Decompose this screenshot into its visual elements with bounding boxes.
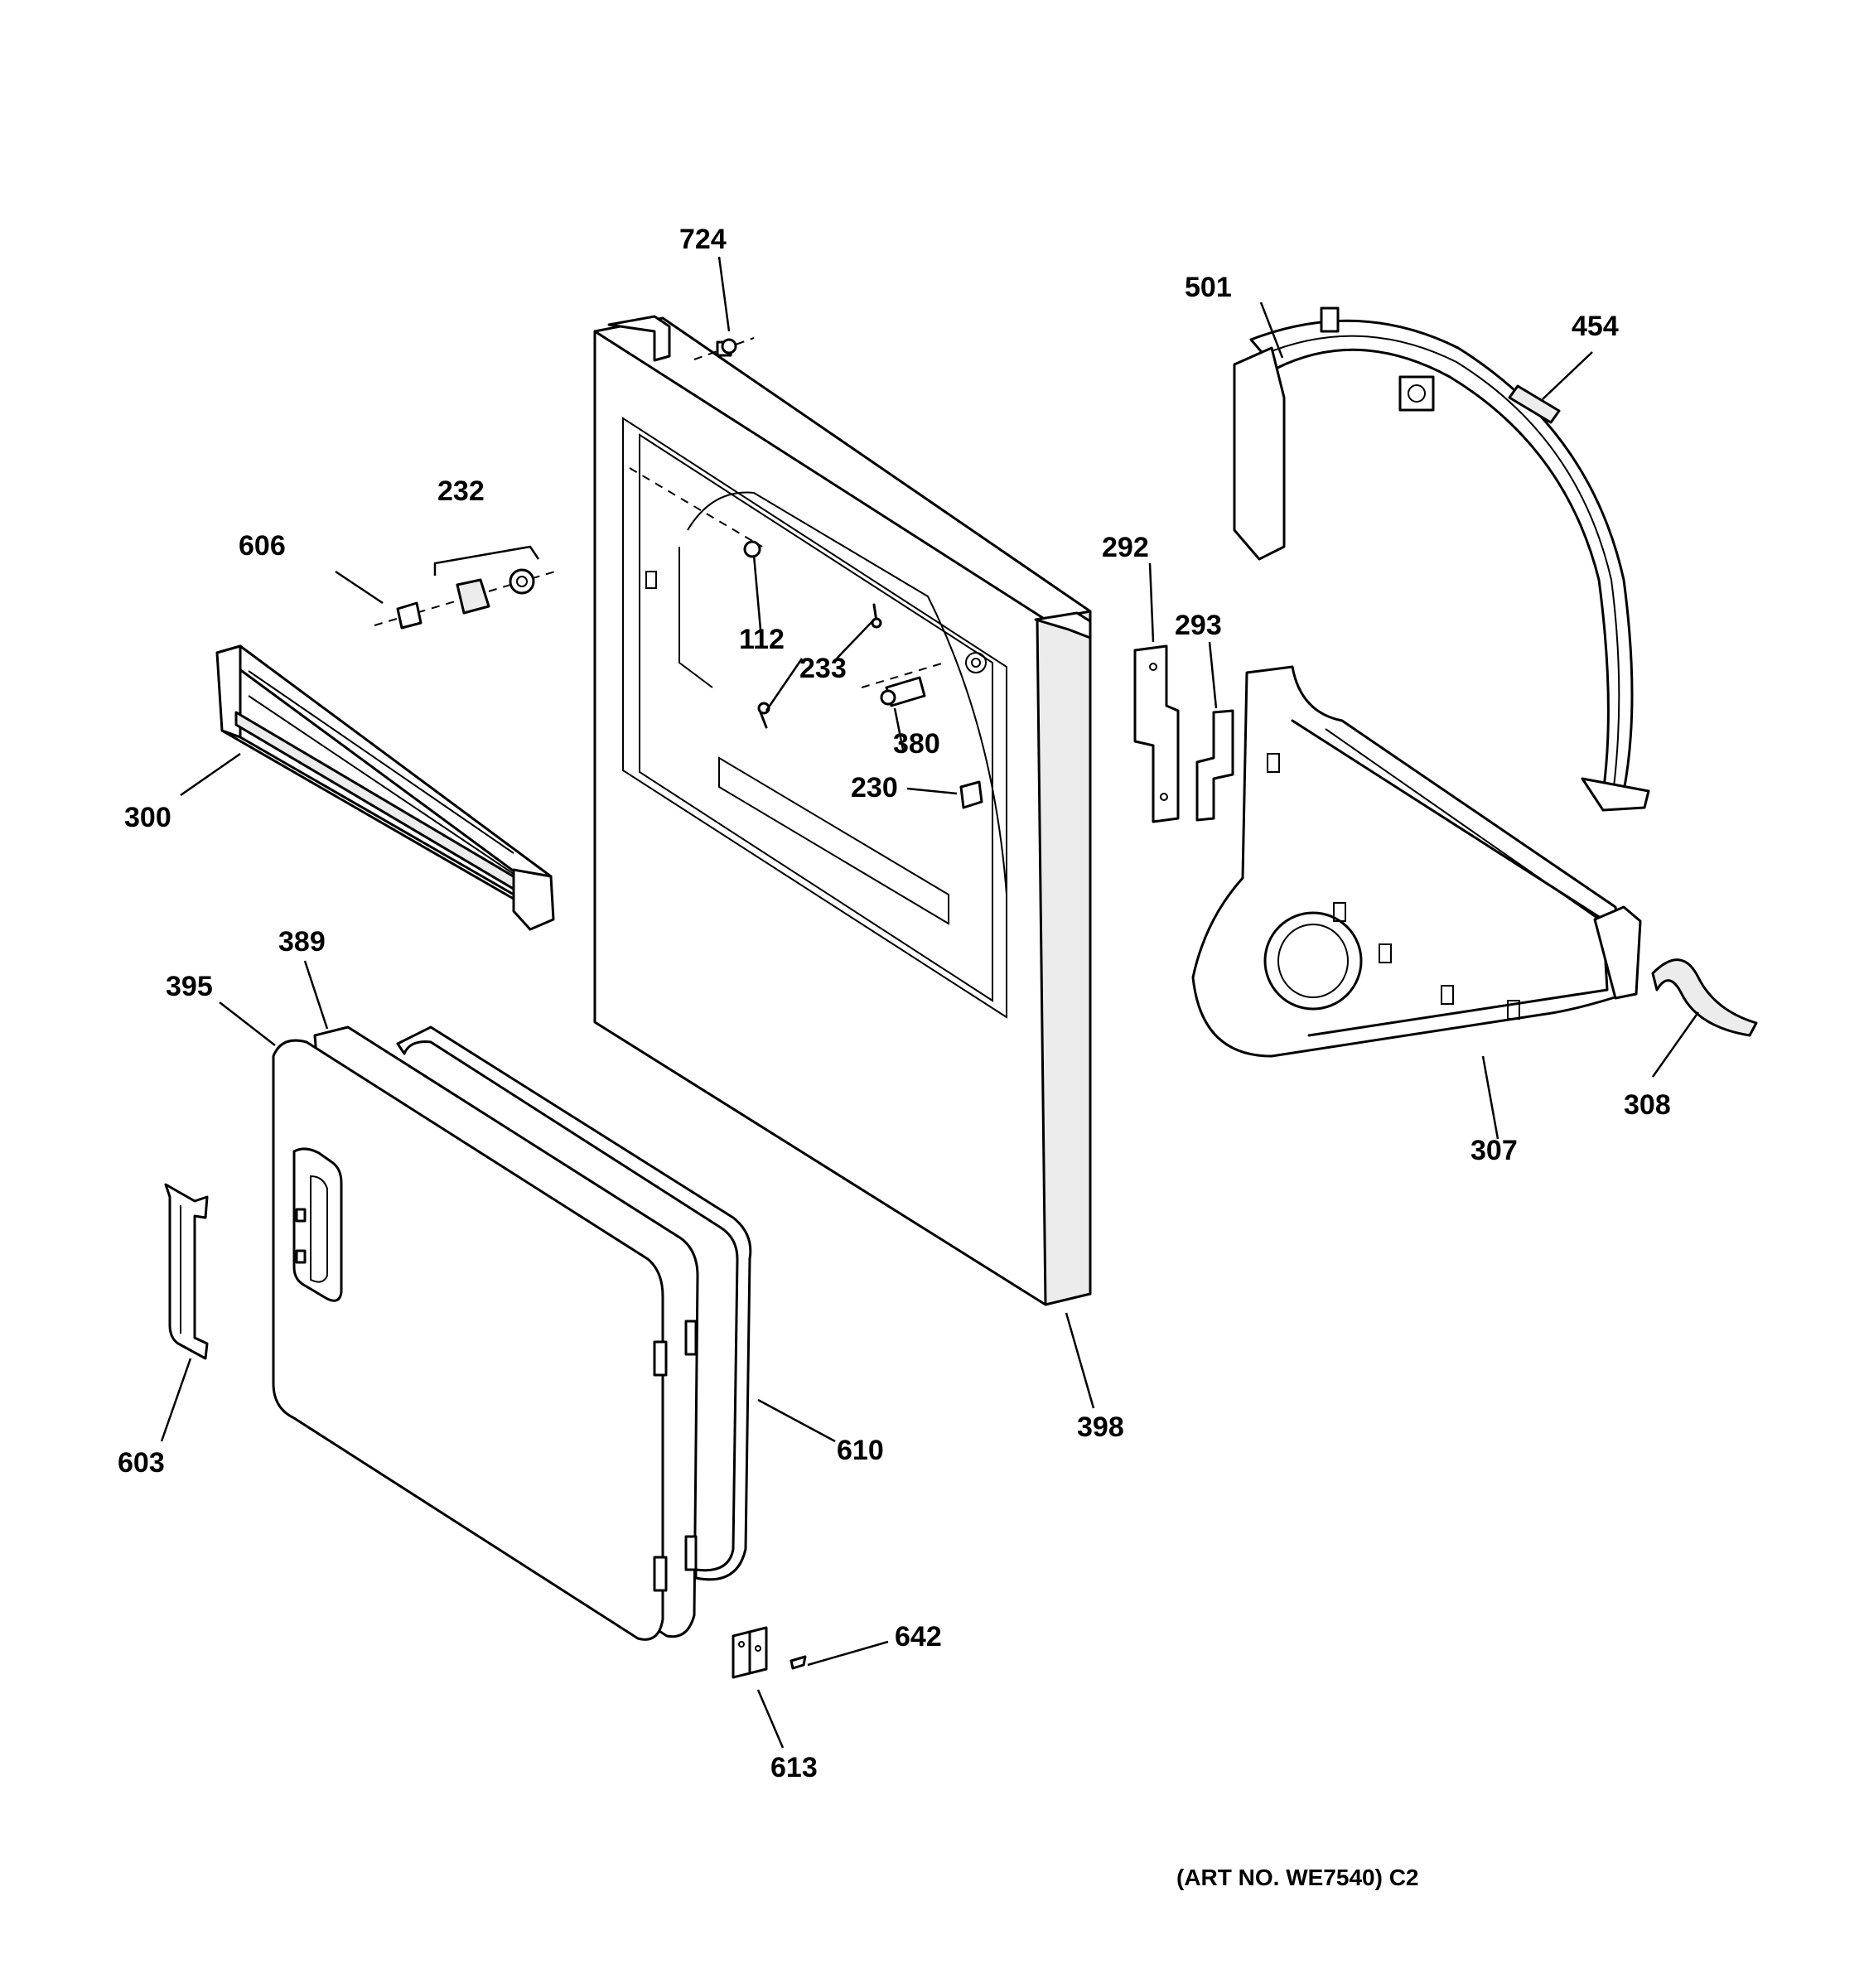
callout-293: 293 [1175, 610, 1222, 641]
callout-labels: 724 501 454 232 606 292 293 112 233 380 … [118, 224, 1671, 1890]
callout-300: 300 [124, 802, 171, 833]
hinge-and-screw [732, 1626, 807, 1679]
callout-610: 610 [837, 1435, 884, 1466]
callout-642: 642 [895, 1621, 942, 1653]
felt-seal-strip [1651, 958, 1758, 1037]
front-panel [593, 315, 1092, 1306]
callout-380: 380 [893, 728, 940, 760]
callout-613: 613 [770, 1752, 818, 1783]
brackets-292-293 [1133, 644, 1234, 823]
callout-230: 230 [851, 772, 898, 803]
callout-603: 603 [118, 1447, 165, 1479]
callout-308: 308 [1624, 1089, 1671, 1121]
callout-112: 112 [739, 624, 785, 655]
screw-724 [693, 337, 755, 360]
callout-307: 307 [1470, 1135, 1518, 1166]
art-number: (ART NO. WE7540) C2 [1176, 1865, 1419, 1890]
callout-292: 292 [1102, 532, 1149, 563]
leader-lines [160, 256, 1700, 1749]
felt-pad [1508, 384, 1561, 424]
lint-filter [215, 644, 555, 931]
callout-606: 606 [239, 530, 286, 562]
drum-bearing-ring [1233, 306, 1650, 812]
parts-232-606 [374, 545, 556, 630]
door-assembly [272, 1025, 752, 1641]
callout-233: 233 [799, 653, 847, 684]
callout-398: 398 [1077, 1411, 1124, 1443]
callout-389: 389 [278, 926, 326, 958]
callout-724: 724 [679, 224, 727, 255]
small-parts-door-opening [629, 467, 983, 809]
callout-501: 501 [1185, 272, 1232, 303]
door-handle [164, 1183, 209, 1360]
callout-395: 395 [166, 971, 213, 1002]
callout-454: 454 [1572, 311, 1619, 342]
callout-232: 232 [437, 475, 485, 507]
front-bulkhead [1191, 665, 1642, 1058]
